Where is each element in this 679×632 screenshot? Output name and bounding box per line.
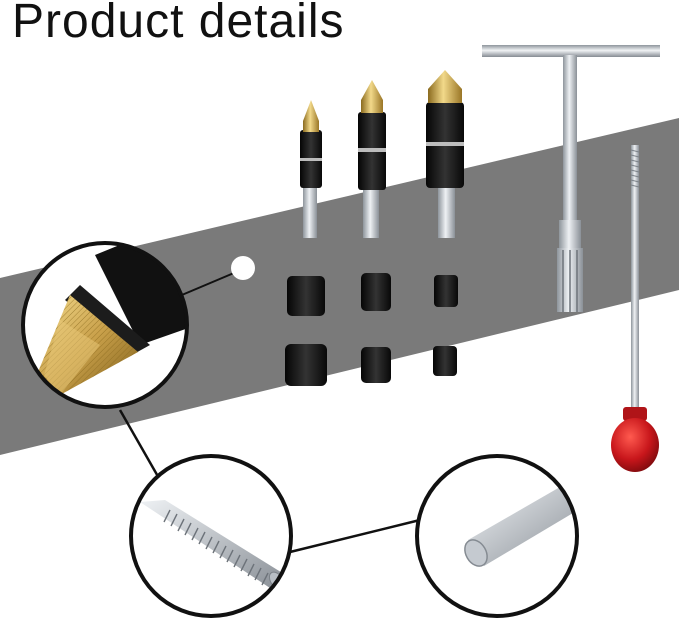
connector-line [118, 409, 162, 481]
zoom-circle-smooth-rod [415, 454, 579, 618]
long-pin-red-knob [611, 145, 659, 472]
page-title: Product details [12, 0, 345, 48]
indicator-dot [231, 256, 255, 280]
tip-large [426, 70, 464, 238]
rubber-sleeves-row-2 [285, 344, 457, 386]
connector-line [289, 518, 421, 554]
tip-small [300, 100, 322, 238]
zoom-circle-tip [21, 241, 189, 409]
rubber-sleeves-row-1 [287, 273, 458, 316]
tip-medium [358, 80, 386, 238]
zoom-circle-threaded-rod [129, 454, 293, 618]
t-handle-wrench [482, 45, 660, 312]
